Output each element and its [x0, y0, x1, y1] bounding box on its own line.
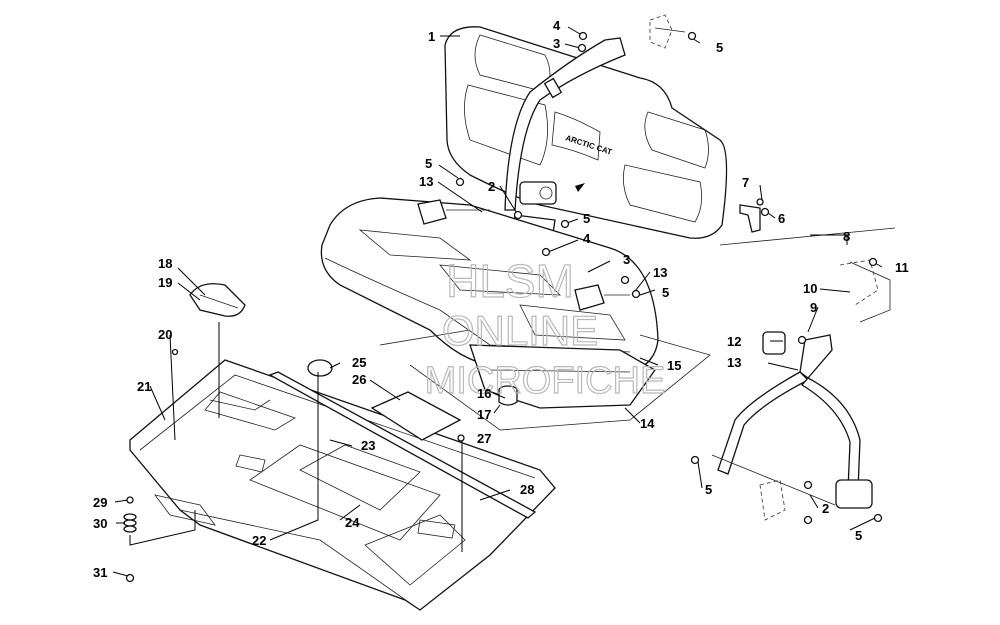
- callout-15: 15: [667, 358, 681, 373]
- callout-5: 5: [662, 285, 669, 300]
- callout-13: 13: [419, 174, 433, 189]
- watermark-line1: HLSM: [446, 255, 574, 307]
- callout-13: 13: [653, 265, 667, 280]
- seatbelt-assembly: [711, 227, 896, 521]
- callout-13: 13: [727, 355, 741, 370]
- callout-2: 2: [488, 179, 495, 194]
- callout-19: 19: [158, 275, 172, 290]
- callout-5: 5: [716, 40, 723, 55]
- side-bracket: [739, 198, 764, 233]
- callout-17: 17: [477, 407, 491, 422]
- callout-27: 27: [477, 431, 491, 446]
- callout-23: 23: [361, 438, 375, 453]
- callout-1: 1: [428, 29, 435, 44]
- callout-8: 8: [843, 229, 850, 244]
- callout-18: 18: [158, 256, 172, 271]
- callout-16: 16: [477, 386, 491, 401]
- callout-5: 5: [425, 156, 432, 171]
- watermark-line2: ONLINE: [442, 307, 598, 354]
- callout-11: 11: [895, 260, 909, 275]
- callout-3: 3: [623, 252, 630, 267]
- callout-3: 3: [553, 36, 560, 51]
- callout-5: 5: [583, 211, 590, 226]
- callout-5: 5: [705, 482, 712, 497]
- callout-28: 28: [520, 482, 534, 497]
- callout-20: 20: [158, 327, 172, 342]
- callout-22: 22: [252, 533, 266, 548]
- mount-bracket: [123, 494, 216, 533]
- callout-5: 5: [855, 528, 862, 543]
- callout-24: 24: [345, 515, 360, 530]
- callout-30: 30: [93, 516, 107, 531]
- lap-belt: [417, 199, 630, 311]
- callout-2: 2: [822, 501, 829, 516]
- callout-9: 9: [810, 300, 817, 315]
- callout-14: 14: [640, 416, 655, 431]
- bumper: [498, 385, 518, 406]
- callout-29: 29: [93, 495, 107, 510]
- callout-12: 12: [727, 334, 741, 349]
- callout-labels: 1 2 2 3 3 4 4 5 5 5 5 5 5 6 7 8 9 10 11 …: [93, 18, 909, 580]
- callout-21: 21: [137, 379, 151, 394]
- callout-4: 4: [583, 231, 591, 246]
- direction-arrow: [575, 183, 585, 192]
- plug: [307, 359, 333, 377]
- callout-26: 26: [352, 372, 366, 387]
- fasteners: [125, 31, 883, 583]
- callout-4: 4: [553, 18, 561, 33]
- callout-6: 6: [778, 211, 785, 226]
- heat-shield: [189, 283, 246, 317]
- floor-trim-strip: [268, 371, 537, 519]
- top-bracket: [649, 14, 686, 49]
- callout-10: 10: [803, 281, 817, 296]
- callout-7: 7: [742, 175, 749, 190]
- callout-25: 25: [352, 355, 366, 370]
- watermark: HLSM ONLINE MICROFICHE: [424, 254, 666, 402]
- floor-pan: [129, 359, 556, 611]
- watermark-line3: MICROFICHE: [425, 360, 666, 402]
- callout-31: 31: [93, 565, 107, 580]
- assembly-outline: [379, 329, 711, 431]
